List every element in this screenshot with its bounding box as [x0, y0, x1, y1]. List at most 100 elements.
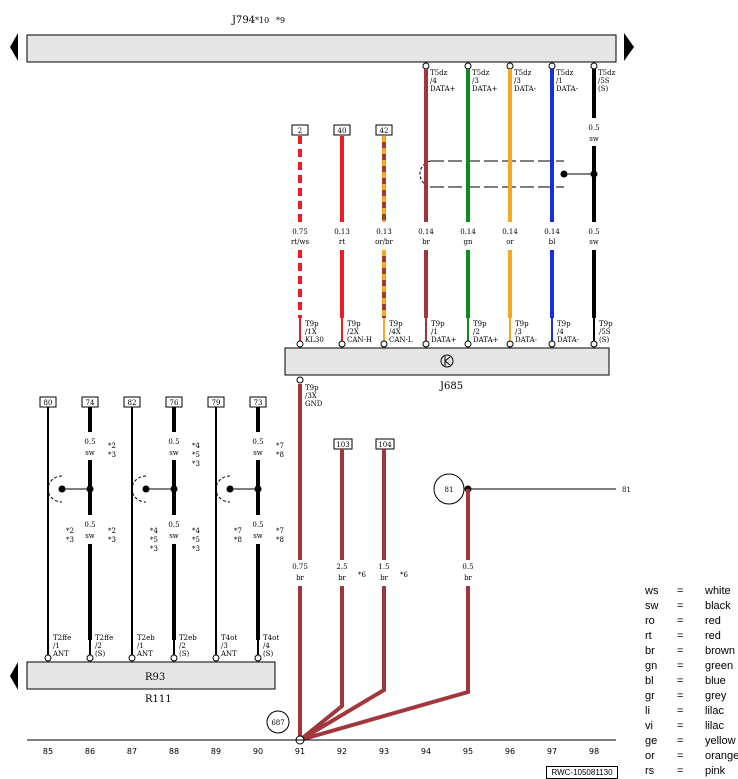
connector-label: /1 — [137, 642, 144, 650]
top-pin-label: /1 — [556, 77, 563, 85]
column-number: 88 — [169, 747, 179, 756]
pin-label: /2X — [347, 328, 359, 336]
pin-label: /4X — [389, 328, 401, 336]
top-pin-label: T5dz — [598, 69, 616, 77]
legend-row: br=brown — [645, 644, 738, 659]
top-pin-label: T5dz — [430, 69, 448, 77]
pin-circle — [464, 340, 472, 348]
top-pin-label: /3 — [514, 77, 521, 85]
wire-size: 0.5 — [84, 521, 95, 529]
column-number: 96 — [505, 747, 515, 756]
wire-color: bl — [549, 238, 556, 246]
pin-label: T9p — [347, 320, 361, 328]
wire-note: *4 — [192, 527, 201, 535]
connector-label: /3 — [221, 642, 228, 650]
connector-label: ANT — [52, 650, 69, 658]
pin-label: (S) — [599, 336, 610, 344]
wire-color: sw — [85, 449, 95, 457]
wire-size: 1.5 — [378, 563, 389, 571]
legend-name: red — [705, 630, 721, 642]
pin-circle — [506, 62, 514, 70]
wire-note: *5 — [150, 536, 158, 544]
pin-circle — [170, 654, 178, 662]
top-unit: J794 *10 *9 — [10, 15, 634, 63]
legend-code: gn — [645, 660, 658, 672]
legend-code: rs — [645, 765, 655, 777]
legend-name: red — [705, 615, 721, 627]
legend-row: ro=red — [645, 614, 738, 629]
connector-label: (S) — [263, 650, 274, 658]
top-pin-label: /5S — [598, 77, 610, 85]
top-pin-label: T5dz — [556, 69, 574, 77]
wire-note: *5 — [192, 536, 200, 544]
connector-label: T2ffe — [53, 634, 71, 642]
ground-wire — [298, 586, 386, 742]
legend-name: black — [705, 600, 731, 612]
wire-size: 0.14 — [502, 228, 518, 236]
connector-label: T4ot — [221, 634, 237, 642]
wire-note: *3 — [108, 536, 116, 544]
legend-code: li — [645, 705, 650, 717]
connector-label: /2 — [179, 642, 186, 650]
pin-circle — [254, 654, 262, 662]
column-number: 91 — [295, 747, 305, 756]
wire-size: 0.5 — [462, 563, 473, 571]
legend-eq: = — [677, 585, 684, 597]
wire-ref: 82 — [128, 399, 137, 407]
pin-circle — [128, 654, 136, 662]
wire-color: sw — [589, 238, 599, 246]
document-ref: RWC-105081130 — [546, 766, 618, 779]
legend-code: vi — [645, 720, 653, 732]
wire-size: 2.5 — [336, 563, 347, 571]
legend-row: li=lilac — [645, 704, 738, 719]
pin-circle — [590, 340, 598, 348]
ground-point-label: 687 — [271, 719, 284, 727]
wire-ref: 79 — [212, 399, 221, 407]
wire-color: rt/ws — [291, 238, 310, 246]
wire-note: *7 — [234, 527, 242, 535]
legend-name: green — [705, 660, 734, 672]
pin-circle — [296, 376, 304, 384]
connector-label: T4ot — [263, 634, 279, 642]
pin-label: /1X — [305, 328, 317, 336]
legend-row: rs=pink — [645, 764, 738, 779]
wire-note: *2 — [66, 527, 74, 535]
column-number: 93 — [379, 747, 389, 756]
column-number: 95 — [463, 747, 473, 756]
connector-label: (S) — [179, 650, 190, 658]
legend-eq: = — [677, 735, 684, 747]
wire-color: sw — [169, 449, 179, 457]
pin-label: CAN-H — [347, 336, 372, 344]
pin-circle — [422, 340, 430, 348]
top-unit-note-2: *9 — [276, 16, 285, 25]
wire-note: *8 — [276, 536, 284, 544]
legend-name: pink — [705, 765, 726, 777]
top-unit-note-1: *10 — [255, 16, 269, 25]
left-arrow-icon — [10, 662, 18, 690]
pin-label: T9p — [599, 320, 613, 328]
legend-code: gr — [645, 690, 655, 702]
wire-ref: 103 — [336, 441, 349, 449]
off-page-ref: 81 — [622, 486, 631, 494]
legend-row: rt=red — [645, 629, 738, 644]
legend-eq: = — [677, 690, 684, 702]
pin-label: DATA- — [557, 336, 580, 344]
upper-wires: 20.75rt/wsT9p/1XKL30400.13rtT9p/2XCAN-H4… — [291, 62, 616, 348]
wire-ref: 42 — [380, 127, 389, 135]
wire-note: *8 — [276, 451, 284, 459]
wire-ref: 40 — [338, 127, 347, 135]
pin-circle — [422, 62, 430, 70]
top-pin-label: DATA+ — [430, 85, 456, 93]
pin-label: CAN-L — [389, 336, 413, 344]
wire-color: sw — [169, 532, 179, 540]
pin-label: T9p — [473, 320, 487, 328]
top-pin-label: (S) — [598, 85, 609, 93]
